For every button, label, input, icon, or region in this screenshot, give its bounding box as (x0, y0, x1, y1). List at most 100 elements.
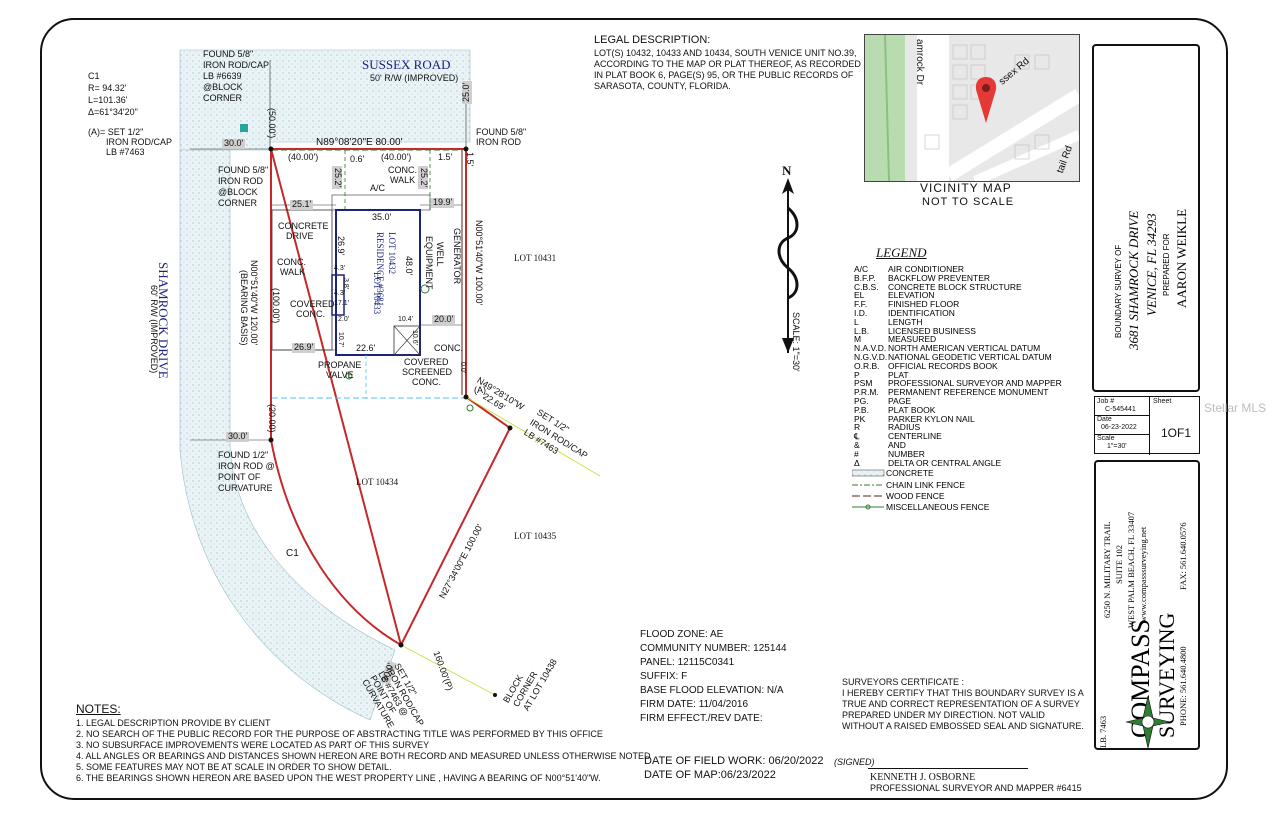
dim-3-8: 3.8' (342, 278, 349, 290)
dim-10-4: 10.4' (398, 316, 413, 323)
map-pin-icon (975, 77, 997, 123)
legend-item: N.A.V.D.NORTH AMERICAN VERTICAL DATUM (854, 343, 1041, 354)
dim-48: 48.0' (404, 256, 414, 276)
dim-40-right: (40.00') (381, 152, 412, 162)
legend-title: LEGEND (876, 245, 927, 260)
dim-4-3: 4.3' (334, 265, 346, 272)
flood-line: PANEL: 12115C0341 (640, 657, 735, 668)
dim-35: 35.0' (372, 212, 392, 222)
cert-title: SURVEYORS CERTIFICATE : (842, 677, 965, 687)
found-12-2: IRON ROD @ (218, 461, 275, 471)
curve-delta: Δ=61°34'20" (88, 107, 138, 117)
legend-item: ℄CENTERLINE (854, 431, 942, 442)
curve-length: L=101.36' (88, 95, 128, 105)
page-count: 1OF1 (1161, 426, 1192, 440)
dim-1-5b: 1.5' (465, 152, 475, 167)
found-58-block-4: @BLOCK (203, 82, 243, 92)
symbol-a-3: LB #7463 (106, 147, 145, 157)
legend-item: L.B.LICENSED BUSINESS (854, 325, 976, 336)
propane-1: PROPANE (318, 360, 362, 370)
dim-2-0: 2.0' (338, 316, 350, 323)
well-label: WELL (435, 242, 445, 267)
dim-25-2b: 25.2' (418, 166, 429, 190)
north-label: N (782, 163, 792, 178)
west-bearing: N00°51'40"W 120.00' (249, 260, 259, 346)
dim-10-7: 10.7' (337, 332, 344, 347)
cert-line: WITHOUT A RAISED EMBOSSED SEAL AND SIGNA… (842, 721, 1084, 731)
sidewalk-left (179, 149, 396, 721)
company-block: 6250 N. MILITARY TRAIL SUITE 102 WEST PA… (1094, 460, 1200, 750)
dim-25-1: 25.1' (290, 199, 314, 210)
dim-0-0: 0.0' (459, 362, 466, 374)
cert-line: PREPARED UNDER MY DIRECTION. NOT VALID (842, 710, 1045, 720)
legend-concrete: CONCRETE (886, 468, 934, 478)
covered-screened-1: COVERED (404, 357, 449, 367)
company-fax: FAX: 561.640.0576 (1178, 522, 1188, 590)
conc-walk-top-1: CONC. (388, 165, 417, 175)
sheet-label: Sheet (1153, 398, 1172, 405)
title-line-2: 3681 SHAMROCK DRIVE (1126, 210, 1141, 350)
residence-footprint (335, 209, 421, 356)
legend-item: O.R.B.OFFICIAL RECORDS BOOK (854, 360, 998, 371)
legend-item: N.G.V.D.NATIONAL GEODETIC VERTICAL DATUM (854, 352, 1052, 362)
legend-item: &AND (854, 440, 906, 450)
found-58-right-2: IRON ROD (476, 137, 521, 147)
screened-patio (393, 325, 421, 356)
legend-item: P.R.M.PERMANENT REFERENCE MONUMENT (854, 387, 1049, 398)
se-a-marker: (A) (474, 385, 486, 395)
flood-line: SUFFIX: F (640, 671, 688, 682)
dim-26-9: 26.9' (336, 236, 346, 256)
lot-10433-label: LOT 10433 (372, 272, 382, 315)
lot-10433-box (331, 274, 345, 316)
watermark: Stellar MLS (1204, 401, 1267, 415)
concrete-drive-2: DRIVE (286, 231, 314, 241)
dim-17-1: 17.1' (334, 300, 349, 307)
note-item: 1. LEGAL DESCRIPTION PROVIDE BY CLIENT (76, 718, 271, 728)
found-58-block2-4: CORNER (218, 198, 258, 208)
legal-line-1: LOT(S) 10432, 10433 AND 10434, SOUTH VEN… (594, 48, 857, 58)
symbol-a-1: (A)= SET 1/2" (88, 127, 144, 137)
vicinity-title: VICINITY MAP (920, 181, 1012, 195)
dim-26-9b: 26.9' (292, 342, 316, 353)
date-label: Date (1097, 416, 1112, 423)
ac-label: A/C (370, 183, 386, 193)
found-58-right-1: FOUND 5/8" (476, 127, 527, 137)
found-58-block-1: FOUND 5/8" (203, 49, 254, 59)
drawing-frame (40, 18, 1228, 800)
dim-50: (50.00') (267, 108, 277, 139)
found-58-block-3: LB #6639 (203, 71, 242, 81)
company-phone: PHONE: 561.640.4800 (1178, 646, 1188, 726)
legend-item: C.B.S.CONCRETE BLOCK STRUCTURE (854, 281, 1022, 292)
legend-item: I.D.IDENTIFICATION (854, 308, 955, 318)
cert-line: I HEREBY CERTIFY THAT THIS BOUNDARY SURV… (842, 688, 1084, 698)
signature-line (868, 768, 1028, 769)
dim-20: 20.0' (432, 314, 456, 325)
covered-screened-2: SCREENED (402, 367, 453, 377)
sheet-date: 06-23-2022 (1101, 424, 1137, 431)
flood-line: FLOOD ZONE: AE (640, 629, 724, 640)
flood-line: COMMUNITY NUMBER: 125144 (640, 643, 787, 654)
legend-item: F.F.FINISHED FLOOR (854, 299, 960, 310)
north-bearing: N89°08'20"E 80.00' (316, 137, 403, 148)
job-label: Job # (1097, 398, 1115, 405)
generator-label: GENERATOR (452, 228, 462, 285)
company-web: www.compasssurveying.net (1138, 526, 1148, 622)
date-of-map: DATE OF MAP:06/23/2022 (644, 769, 776, 781)
scale-label-block: Scale (1097, 435, 1115, 442)
residence-lot-label: LOT 10432 (387, 232, 397, 275)
company-addr1: 6250 N. MILITARY TRAIL (1102, 521, 1112, 618)
legal-line-2: ACCORDING TO THE MAP OR PLAT THEREOF, AS… (594, 59, 861, 69)
dim-19-9: 19.9' (431, 197, 455, 208)
compass-logo-icon (1125, 695, 1171, 749)
concrete-drive-1: CONCRETE (278, 221, 329, 231)
note-item: 6. THE BEARINGS SHOWN HEREON ARE BASED U… (76, 773, 601, 783)
lot-10435: LOT 10435 (514, 531, 557, 541)
symbol-a-2: IRON ROD/CAP (106, 137, 173, 147)
cert-line: TRUE AND CORRECT REPRESENTATION OF A SUR… (842, 699, 1080, 709)
curve-c1 (270, 149, 402, 646)
legend-wood: WOOD FENCE (886, 491, 945, 501)
